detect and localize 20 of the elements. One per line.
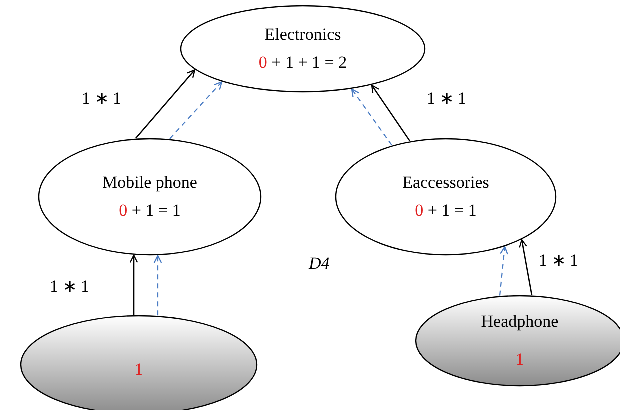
node-label: Headphone [481, 311, 559, 333]
dashed-arrow [499, 246, 508, 296]
node-label: Electronics [264, 24, 342, 46]
arrow [519, 239, 533, 296]
ellipse-node [335, 138, 557, 256]
score-formula: 0 + 1 = 1 [415, 200, 477, 222]
dashed-arrow [154, 255, 162, 316]
score-formula: 1 [516, 349, 524, 371]
score-formula: 0 + 1 + 1 = 2 [258, 52, 348, 74]
score-formula: 0 + 1 = 1 [119, 200, 181, 222]
arrow [371, 84, 411, 142]
score-formula: 1 [134, 359, 144, 381]
ellipse-node [180, 5, 426, 93]
dashed-arrow [170, 82, 223, 140]
arrow [136, 69, 196, 139]
ellipse-node [38, 138, 262, 256]
arrow [130, 254, 138, 316]
node-label: Eaccessories [402, 172, 490, 194]
node-label: Mobile phone [102, 172, 198, 194]
dashed-arrow [351, 88, 392, 146]
